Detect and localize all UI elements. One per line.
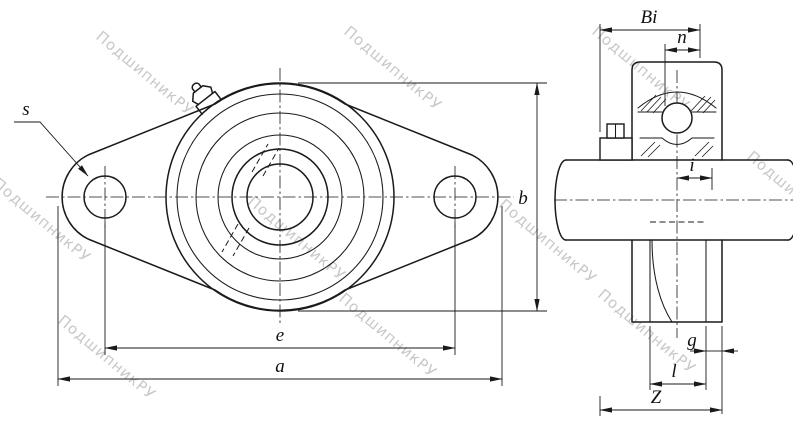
dim-label-s: s <box>22 99 29 120</box>
hatch-lines <box>640 94 716 158</box>
dim-label-l: l <box>671 361 676 382</box>
watermark-text: ПодшипникРУ <box>495 195 600 287</box>
dim-l: l <box>649 326 707 390</box>
bolt-hole-left <box>83 175 127 219</box>
dim-i: i <box>676 155 713 190</box>
dim-label-e: e <box>276 325 284 346</box>
dim-label-a: a <box>275 356 285 377</box>
dim-e: e <box>104 222 456 355</box>
side-view: Bi n i g l <box>554 7 793 416</box>
housing-circles <box>165 82 395 312</box>
dim-z: Z <box>599 387 723 416</box>
watermark-text: ПодшипникРУ <box>244 192 349 284</box>
watermark-text: ПодшипникРУ <box>54 311 159 403</box>
bearing-section <box>599 91 717 161</box>
bolt-hole-right <box>433 175 477 219</box>
dim-s: s <box>14 99 89 177</box>
dim-label-g: g <box>687 330 697 351</box>
dim-label-bi: Bi <box>641 7 658 28</box>
dim-b: b <box>298 82 547 312</box>
watermark-text: ПодшипникРУ <box>594 285 699 377</box>
bearing-ball <box>661 102 693 134</box>
center-lines <box>46 68 514 326</box>
watermark-text: ПодшипникРУ <box>92 27 197 119</box>
dim-g: g <box>687 326 738 414</box>
housing-body <box>631 61 723 323</box>
watermark-text: ПодшипникРУ <box>335 289 440 381</box>
watermark-text: ПодшипникРУ <box>340 22 445 114</box>
watermark-text: ПодшипникРУ <box>743 147 793 239</box>
dim-label-n: n <box>677 27 687 48</box>
watermark-text: ПодшипникРУ <box>0 174 94 266</box>
dim-label-z: Z <box>651 387 662 408</box>
dim-label-i: i <box>689 155 694 176</box>
dim-label-b: b <box>518 188 528 209</box>
grease-fitting <box>191 82 222 115</box>
dim-a: a <box>57 206 503 386</box>
dim-n: n <box>664 27 701 106</box>
inner-ring-collar <box>599 137 633 161</box>
front-view: s b e a <box>14 68 547 386</box>
